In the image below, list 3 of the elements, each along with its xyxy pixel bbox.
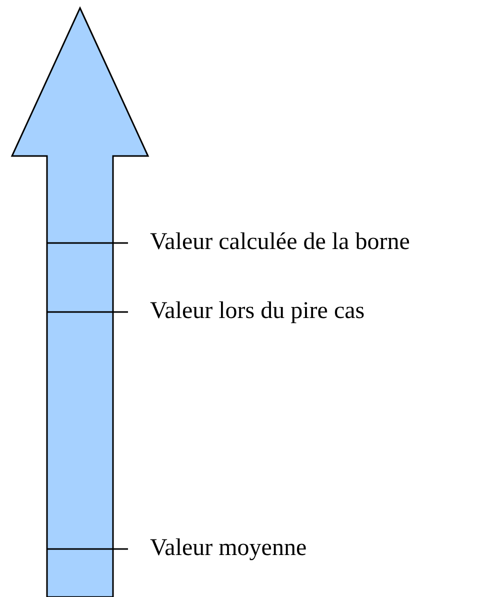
scale-label: Valeur calculée de la borne: [150, 228, 410, 256]
scale-label: Valeur moyenne: [150, 534, 307, 562]
scale-label: Valeur lors du pire cas: [150, 297, 365, 325]
